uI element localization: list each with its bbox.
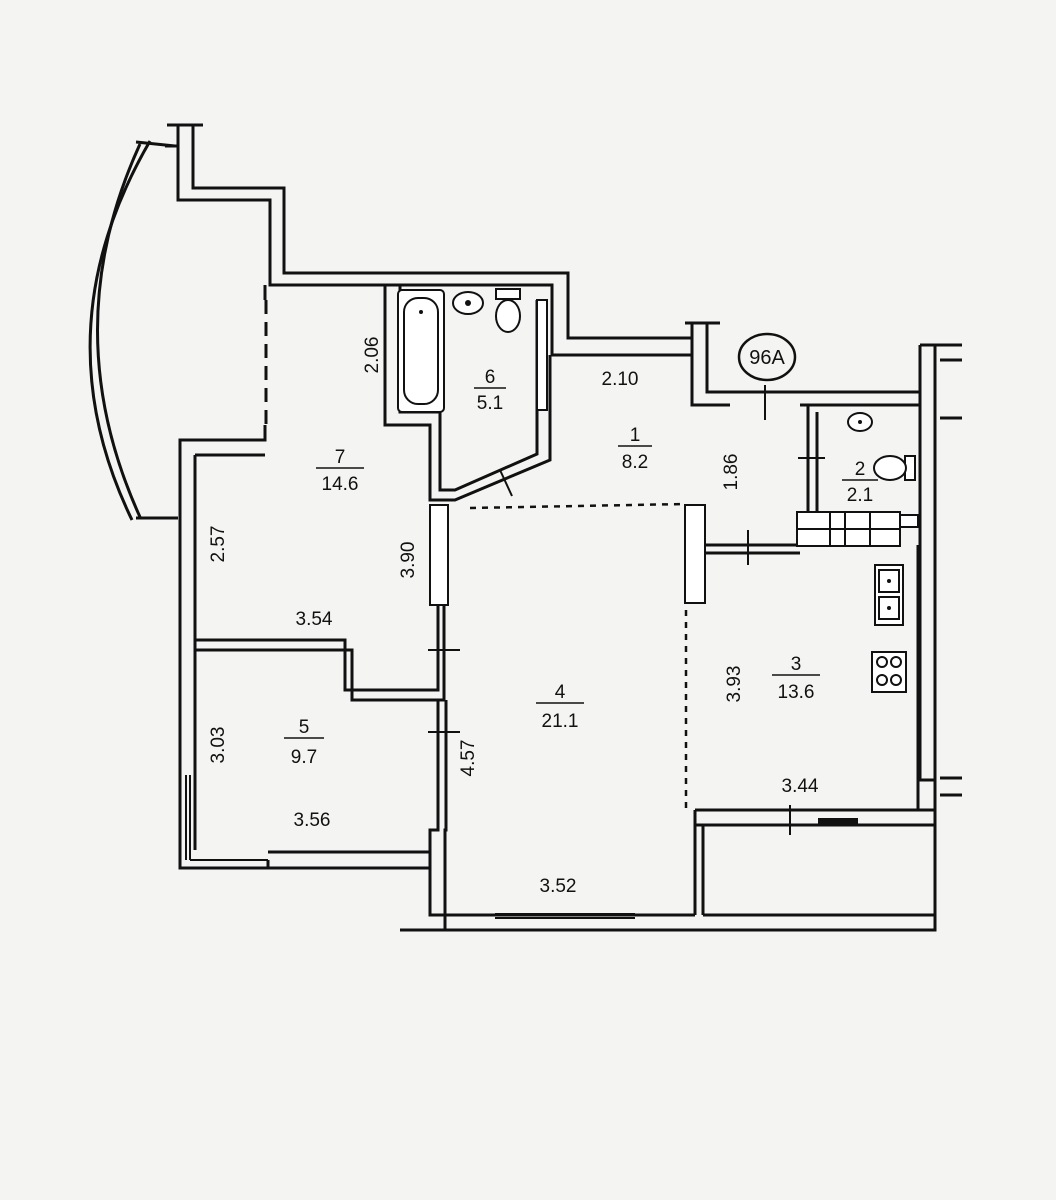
- room-label-7: 7 14.6: [316, 447, 364, 495]
- toilet-tank-icon: [495, 288, 521, 300]
- svg-text:2: 2: [855, 459, 866, 480]
- sink-icon: [874, 564, 904, 626]
- svg-text:14.6: 14.6: [322, 474, 359, 495]
- svg-text:9.7: 9.7: [291, 747, 317, 768]
- bath-cabinet-icon: [536, 299, 548, 411]
- wc-toilet-icon: [873, 455, 907, 481]
- utility-block-icon: [796, 511, 919, 547]
- svg-text:13.6: 13.6: [778, 682, 815, 703]
- svg-text:7: 7: [335, 447, 346, 468]
- svg-text:21.1: 21.1: [542, 711, 579, 732]
- balcony-left: [88, 128, 180, 521]
- dimension-3-44: 3.44: [782, 776, 819, 797]
- svg-text:8.2: 8.2: [622, 452, 648, 473]
- dimension-3-90: 3.90: [398, 542, 419, 579]
- room-label-2: 2 2.1: [842, 459, 878, 506]
- apartment-tag: 96A: [737, 332, 797, 382]
- interior-walls: [195, 285, 935, 917]
- svg-text:4: 4: [555, 682, 566, 703]
- dimension-1-86: 1.86: [721, 454, 742, 491]
- room-label-4: 4 21.1: [536, 682, 584, 732]
- bathtub-icon: [397, 289, 445, 413]
- dimension-3-93: 3.93: [724, 666, 745, 703]
- svg-text:6: 6: [485, 367, 496, 388]
- room-label-6: 6 5.1: [474, 367, 506, 414]
- svg-text:5: 5: [299, 717, 310, 738]
- stove-icon: [871, 651, 907, 693]
- svg-text:1: 1: [630, 425, 641, 446]
- dimension-3-54: 3.54: [296, 609, 333, 630]
- outer-walls: [167, 123, 962, 932]
- room-label-1: 1 8.2: [618, 425, 652, 473]
- toilet-icon: [495, 299, 521, 333]
- dimension-2-10: 2.10: [602, 369, 639, 390]
- svg-text:96A: 96A: [749, 347, 785, 369]
- dimension-3-03: 3.03: [208, 727, 229, 764]
- svg-text:2.1: 2.1: [847, 485, 873, 506]
- dimension-2-57: 2.57: [208, 526, 229, 563]
- svg-text:3: 3: [791, 654, 802, 675]
- dimension-4-57: 4.57: [458, 740, 479, 777]
- dimension-2-06: 2.06: [362, 337, 383, 374]
- room-label-5: 5 9.7: [284, 717, 324, 768]
- room-label-3: 3 13.6: [772, 654, 820, 703]
- dimension-3-52: 3.52: [540, 876, 577, 897]
- dimension-3-56: 3.56: [294, 810, 331, 831]
- svg-text:5.1: 5.1: [477, 393, 503, 414]
